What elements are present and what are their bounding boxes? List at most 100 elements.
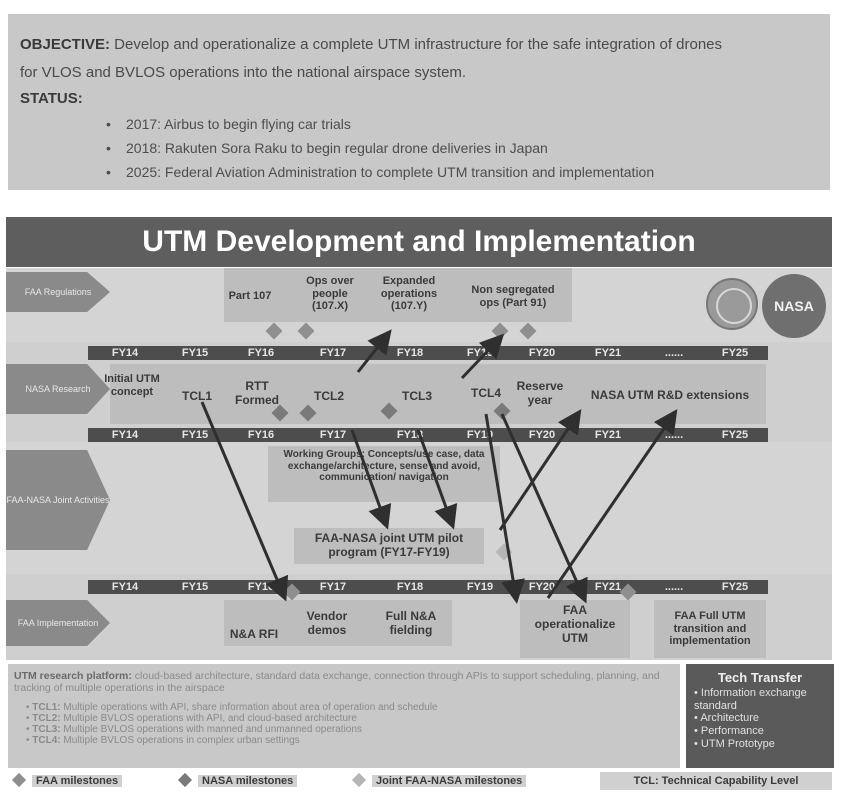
objective-line-1: OBJECTIVE: Develop and operationalize a … [20, 36, 722, 53]
fy-label: FY18 [396, 581, 424, 593]
fy-label: FY18 [396, 429, 424, 441]
fy-label: FY21 [594, 581, 622, 593]
tech-transfer-item: • UTM Prototype [694, 737, 775, 750]
objective-text-1: Develop and operationalize a complete UT… [110, 36, 723, 53]
arrow-tcl2-to-expanded [356, 329, 392, 373]
fy-label: FY14 [111, 347, 139, 359]
fy-label: FY18 [396, 347, 424, 359]
arrow-tcl4-to-nonseg [460, 333, 505, 380]
arrow-pilot-to-extensions [498, 409, 582, 531]
fy-label: FY17 [319, 347, 347, 359]
ops-over-people-label: Ops over people (107.X) [306, 275, 354, 313]
fy-label: FY16 [247, 429, 275, 441]
fy-label: FY21 [594, 429, 622, 441]
status-label: STATUS: [20, 90, 83, 107]
nasa-logo: NASA [762, 274, 826, 338]
tcl-item: • TCL1: Multiple operations with API, sh… [26, 702, 438, 713]
faa-milestone-icon [11, 772, 27, 788]
tcl3-label: TCL3 [402, 389, 432, 403]
arrow-tcl4-to-fy20 [484, 413, 525, 604]
arrow-tcl1-to-rfi [200, 401, 289, 602]
fy-label: FY21 [594, 347, 622, 359]
fy-label: FY20 [528, 429, 556, 441]
vendor-demos-label: Vendor demos [306, 609, 348, 637]
legend-joint: Joint FAA-NASA milestones [350, 772, 527, 790]
status-item: •2025: Federal Aviation Administration t… [106, 164, 655, 180]
tech-transfer-panel: Tech Transfer • Information exchange sta… [686, 664, 834, 768]
lane-label-nasa-research: NASA Research [6, 364, 110, 414]
fy-bar-3: FY14 FY15 FY16 FY17 FY18 FY19 FY20 FY21 … [88, 580, 768, 594]
fy-label: FY25 [721, 429, 749, 441]
lane-label-faa-implementation: FAA Implementation [6, 600, 110, 646]
fy-label: ...... [664, 581, 684, 593]
joint-milestone-icon [351, 772, 367, 788]
fy-label: FY16 [247, 347, 275, 359]
fy-label: FY14 [111, 581, 139, 593]
platform-description: UTM research platform: cloud-based archi… [14, 670, 660, 695]
objective-label: OBJECTIVE: [20, 36, 111, 53]
arrow-tcl3-to-pilot [416, 429, 458, 530]
pilot-program-box [294, 528, 484, 564]
full-utm-box [654, 600, 766, 658]
research-platform-panel: UTM research platform: cloud-based archi… [8, 664, 680, 768]
objective-text-2: for VLOS and BVLOS operations into the n… [20, 64, 467, 81]
tech-transfer-title: Tech Transfer [717, 670, 803, 685]
regulations-box [224, 268, 572, 322]
arrow-tcl2-to-pilot [350, 429, 392, 530]
tech-transfer-item: • Performance [694, 724, 764, 737]
status-item: •2017: Airbus to begin flying car trials [106, 116, 351, 132]
initial-utm-concept-label: Initial UTM concept [104, 373, 160, 398]
lane-label-joint-activities: FAA-NASA Joint Activities [6, 450, 110, 550]
na-rfi-label: N&A RFI [229, 627, 279, 641]
fy-label: FY20 [528, 581, 556, 593]
faa-full-utm-label: FAA Full UTM transition and implementati… [669, 610, 751, 648]
fy-label: FY15 [181, 581, 209, 593]
nasa-extensions-label: NASA UTM R&D extensions [590, 388, 750, 402]
objective-panel: OBJECTIVE: Develop and operationalize a … [8, 14, 830, 190]
fy-label: FY20 [528, 347, 556, 359]
reserve-year-label: Reserve year [516, 379, 564, 407]
fy-label: FY17 [319, 429, 347, 441]
status-item: •2018: Rakuten Sora Raku to begin regula… [106, 140, 548, 156]
pilot-program-label: FAA-NASA joint UTM pilot program (FY17-F… [314, 531, 464, 559]
arrow-tcl4-to-operationalize [500, 413, 588, 604]
full-na-fielding-label: Full N&A fielding [385, 609, 437, 637]
tcl-item: • TCL2: Multiple BVLOS operations with A… [26, 713, 357, 724]
fy-label: FY15 [181, 347, 209, 359]
tcl-list: • TCL1: Multiple operations with API, sh… [26, 702, 438, 746]
fy-label: FY15 [181, 429, 209, 441]
fy-label: FY25 [721, 581, 749, 593]
implementation-box [224, 600, 452, 646]
nasa-milestone-icon [177, 772, 193, 788]
rtt-formed-label: RTT Formed [234, 379, 279, 407]
diagram-title: UTM Development and Implementation [6, 217, 832, 267]
fy-label: FY19 [466, 429, 494, 441]
part-107-label: Part 107 [228, 290, 272, 302]
fy-bar-1: FY14 FY15 FY16 FY17 FY18 FY19 FY20 FY21 … [88, 346, 768, 360]
fy-label: FY19 [466, 581, 494, 593]
tcl2-label: TCL2 [314, 389, 344, 403]
fy-label: ...... [664, 347, 684, 359]
fy-label: FY25 [721, 347, 749, 359]
lane-label-faa-regulations: FAA Regulations [6, 272, 110, 312]
tcl4-label: TCL4 [471, 386, 501, 400]
fy-label: FY14 [111, 429, 139, 441]
arrow-operationalize-to-extensions [546, 409, 678, 599]
fy-label: FY17 [319, 581, 347, 593]
fy-bar-2: FY14 FY15 FY16 FY17 FY18 FY19 FY20 FY21 … [88, 428, 768, 442]
tech-transfer-item: • Information exchange standard [694, 687, 807, 712]
faa-operationalize-label: FAA operationalize UTM [534, 603, 616, 645]
legend-tcl: TCL: Technical Capability Level [600, 772, 832, 790]
operationalize-box [520, 600, 630, 658]
tcl-item: • TCL4: Multiple BVLOS operations in com… [26, 735, 300, 746]
tcl1-label: TCL1 [182, 389, 212, 403]
expanded-operations-label: Expanded operations (107.Y) [380, 275, 438, 313]
legend-nasa: NASA milestones [176, 772, 298, 790]
legend-faa: FAA milestones [10, 772, 123, 790]
working-groups-label: Working Groups: Concepts/use case, data … [283, 449, 485, 483]
tech-transfer-item: • Architecture [694, 712, 760, 725]
faa-seal-logo [706, 278, 758, 330]
tcl-item: • TCL3: Multiple BVLOS operations with m… [26, 724, 362, 735]
working-groups-box [268, 446, 500, 502]
